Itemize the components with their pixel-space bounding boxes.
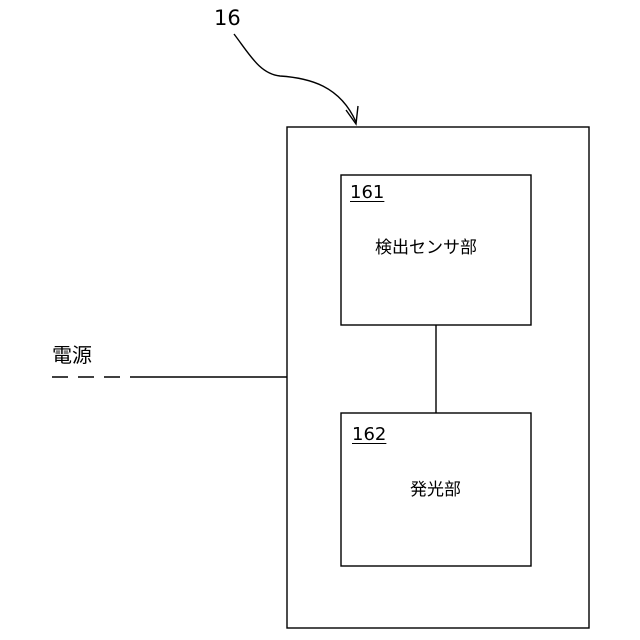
leader-arrow-line: [234, 34, 356, 122]
power-supply-label: 電源: [52, 345, 92, 365]
reference-numeral: 16: [214, 8, 241, 29]
device-outer-box: [287, 127, 589, 628]
sensor-unit-label: 検出センサ部: [375, 240, 477, 257]
emitter-unit-number: 162: [352, 426, 386, 444]
emitter-unit-label: 発光部: [410, 482, 461, 499]
sensor-unit-number: 161: [350, 184, 384, 202]
